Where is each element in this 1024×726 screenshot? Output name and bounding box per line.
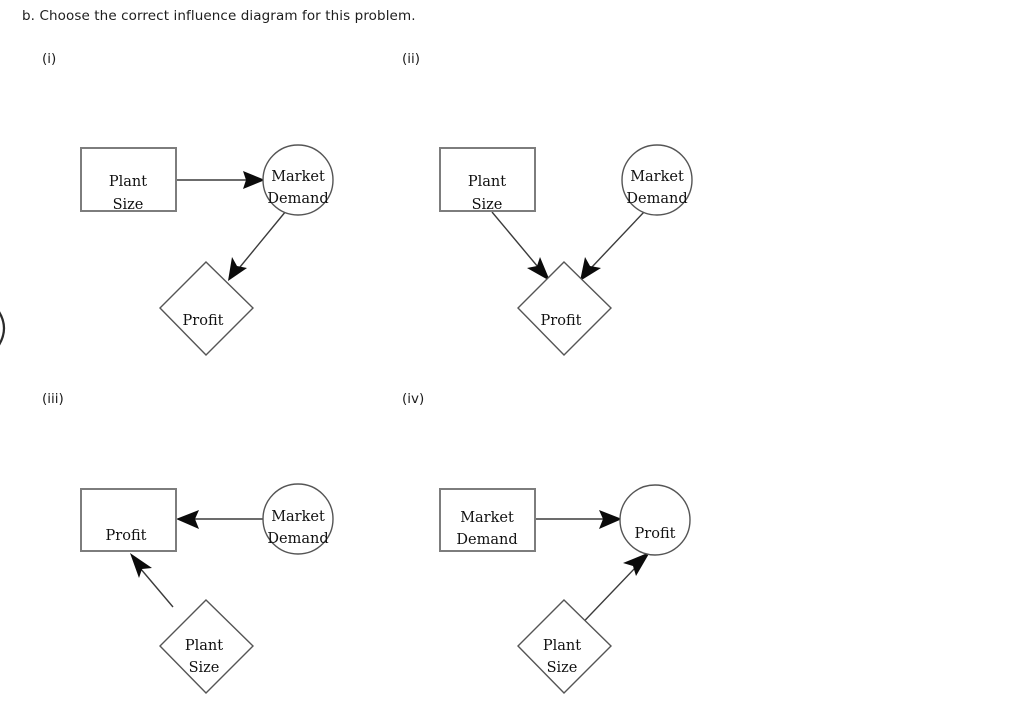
node-label-line2: Size [189,660,220,676]
arrowhead-icon [243,171,265,189]
edge-market-demand-to-profit [536,510,622,529]
edge-plant-size-to-profit [491,211,550,281]
arrowhead-icon [599,510,622,529]
diagram-option-ii[interactable]: Plant Size Market Demand Profit [439,144,693,356]
node-label-line2: Demand [456,532,517,548]
arrowhead-icon [176,510,199,529]
node-plant-size-rectangle[interactable]: Plant Size [80,147,177,213]
node-label-line1: Profit [635,526,676,542]
node-label-line2: Demand [626,191,687,207]
node-label-line1: Market [630,169,684,185]
diagram-option-iv[interactable]: Market Demand Profit Plant Size [439,484,691,694]
node-label-line1: Market [271,169,325,185]
node-profit-circle[interactable]: Profit [619,484,691,556]
node-market-demand-rectangle[interactable]: Market Demand [439,488,536,552]
edge-market-demand-to-profit [228,210,287,281]
option-label-ii: (ii) [402,51,421,67]
node-market-demand-circle[interactable]: Market Demand [621,144,693,216]
arrowhead-icon [580,257,601,281]
arrowhead-icon [228,257,247,281]
edge-market-demand-to-profit [580,211,645,281]
node-market-demand-circle[interactable]: Market Demand [262,144,334,216]
edge-plant-size-to-profit [569,552,650,637]
node-profit-rectangle[interactable]: Profit [80,488,177,552]
node-plant-size-diamond[interactable]: Plant Size [517,599,612,694]
node-label-line1: Plant [185,638,223,654]
node-label-line1: Market [460,510,514,526]
node-label-line1: Plant [468,174,506,190]
clipped-circle-artifact-icon [0,311,6,346]
node-label-line2: Demand [267,191,328,207]
arrowhead-icon [623,552,650,576]
node-label-line2: Size [472,197,503,213]
option-label-iii: (iii) [42,391,64,407]
diagram-option-i[interactable]: Plant Size Market Demand Profit [80,144,334,356]
node-label-line1: Plant [543,638,581,654]
node-label-line1: Profit [541,313,582,329]
question-prompt: b. Choose the correct influence diagram … [22,8,416,24]
node-label-line1: Market [271,509,325,525]
node-profit-diamond[interactable]: Profit [159,261,254,356]
node-label-line2: Demand [267,531,328,547]
arrowhead-icon [130,553,152,578]
node-label-line1: Profit [183,313,224,329]
node-market-demand-circle[interactable]: Market Demand [262,483,334,555]
node-label-line2: Size [113,197,144,213]
diagram-option-iii[interactable]: Profit Market Demand Plant Size [80,483,334,694]
edge-plant-size-to-market-demand [177,171,265,189]
node-plant-size-rectangle[interactable]: Plant Size [439,147,536,213]
node-plant-size-diamond[interactable]: Plant Size [159,599,254,694]
option-label-iv: (iv) [402,391,425,407]
node-profit-diamond[interactable]: Profit [517,261,612,356]
node-label-line2: Size [547,660,578,676]
arrowhead-icon [527,257,550,281]
node-label-line1: Plant [109,174,147,190]
edge-plant-size-to-profit [130,553,174,608]
node-label-line1: Profit [106,528,147,544]
option-label-i: (i) [42,51,57,67]
edge-market-demand-to-profit [176,510,264,529]
